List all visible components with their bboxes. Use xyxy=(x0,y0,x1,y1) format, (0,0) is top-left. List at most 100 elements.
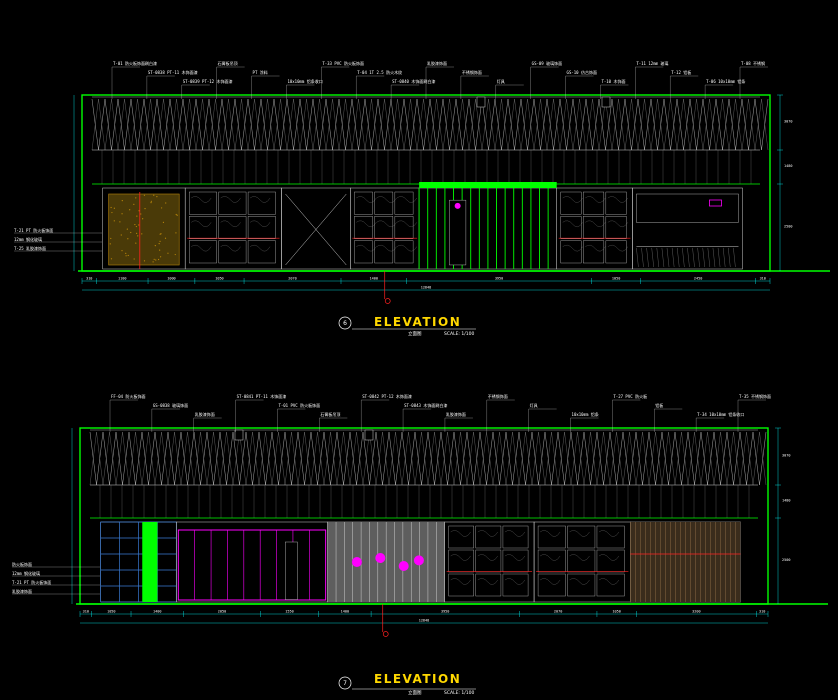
zigzag-segment xyxy=(287,99,300,150)
callout-label: 12mm 钢化玻璃 xyxy=(12,570,40,576)
zigzag-segment xyxy=(246,432,259,485)
zigzag-segment xyxy=(105,99,118,150)
wood-texture-dot xyxy=(160,233,161,234)
marble-tile xyxy=(248,216,275,238)
wood-texture-dot xyxy=(134,224,135,225)
zigzag-segment xyxy=(118,99,131,150)
marble-tile xyxy=(568,526,595,548)
magenta-lamp xyxy=(455,203,461,209)
wood-texture-dot xyxy=(167,253,168,254)
zigzag-segment xyxy=(742,99,755,150)
callout-label: T-21 PT 防火板饰面 xyxy=(12,579,51,585)
wood-texture-dot xyxy=(175,254,176,255)
zigzag-segment xyxy=(636,432,649,485)
callout-label: T-34 10x10mm 铝条收口 xyxy=(697,411,744,417)
zigzag-segment xyxy=(337,432,350,485)
zigzag-segment xyxy=(391,99,404,150)
zigzag-segment xyxy=(571,432,584,485)
marble-vein xyxy=(397,221,417,227)
zigzag-segment xyxy=(573,99,586,150)
section-marker-circle xyxy=(385,299,390,304)
callout-label: 不锈钢饰面 xyxy=(462,69,482,75)
zigzag-segment xyxy=(337,432,350,485)
wood-texture-dot xyxy=(121,234,122,235)
wood-texture-dot xyxy=(153,195,154,196)
wood-texture-dot xyxy=(125,253,126,254)
marble-tile xyxy=(538,574,565,596)
zigzag-segment xyxy=(521,99,534,150)
dimension-chain-right: 307014802500 xyxy=(775,428,790,604)
callout-label: ST-0838 PT-11 木饰面漆 xyxy=(148,69,198,75)
zigzag-segment xyxy=(196,99,209,150)
marble-vein xyxy=(451,530,471,536)
callout-label: T-25 乳胶漆饰面 xyxy=(14,245,46,251)
counter-hatch xyxy=(636,248,638,267)
material-callouts-top: T-01 防火板饰面刷白漆ST-0838 PT-11 木饰面漆ST-0839 P… xyxy=(112,60,768,99)
ceiling-beam xyxy=(602,97,610,107)
marble-tile xyxy=(583,192,604,214)
zigzag-segment xyxy=(714,432,727,485)
zigzag-segment xyxy=(272,432,285,485)
callout-label: 乳胶漆饰面 xyxy=(195,411,215,417)
wood-texture-dot xyxy=(138,224,139,225)
marble-vein xyxy=(221,221,241,227)
magenta-circle-decoration xyxy=(375,553,385,563)
marble-vein xyxy=(377,196,397,202)
zigzag-segment xyxy=(493,432,506,485)
dimension-label: 2500 xyxy=(782,558,790,562)
zigzag-segment xyxy=(716,99,729,150)
marble-vein xyxy=(599,578,619,584)
zigzag-segment xyxy=(467,432,480,485)
zigzag-segment xyxy=(324,432,337,485)
wood-texture-dot xyxy=(151,201,152,202)
zigzag-segment xyxy=(584,432,597,485)
zigzag-segment xyxy=(625,99,638,150)
zigzag-segment xyxy=(636,432,649,485)
zigzag-segment xyxy=(545,432,558,485)
dimension-label: 310 xyxy=(760,277,766,281)
zigzag-segment xyxy=(428,432,441,485)
marble-tile xyxy=(449,550,474,572)
zigzag-segment xyxy=(103,432,116,485)
callout-label: ST-0842 PT-12 木饰面漆 xyxy=(362,393,412,399)
callout-label: ST-0839 PT-12 木饰面漆 xyxy=(183,78,233,84)
zigzag-segment xyxy=(287,99,300,150)
zigzag-segment xyxy=(248,99,261,150)
zigzag-segment xyxy=(170,99,183,150)
zigzag-segment xyxy=(235,99,248,150)
zigzag-segment xyxy=(690,99,703,150)
zigzag-segment xyxy=(454,432,467,485)
zigzag-segment xyxy=(365,99,378,150)
zigzag-segment xyxy=(220,432,233,485)
zigzag-segment xyxy=(298,432,311,485)
zigzag-segment xyxy=(157,99,170,150)
segment-outline xyxy=(557,188,633,269)
wall-panels xyxy=(101,522,741,602)
zigzag-segment xyxy=(677,99,690,150)
dimension-label: 2070 xyxy=(554,610,562,614)
dimension-total-label: 12848 xyxy=(421,286,432,290)
callout-label: GS-0838 玻璃饰面 xyxy=(153,402,188,408)
zigzag-segment xyxy=(350,432,363,485)
zigzag-segment xyxy=(558,432,571,485)
marble-vein xyxy=(221,196,241,202)
zigzag-segment xyxy=(170,99,183,150)
wood-texture-dot xyxy=(111,207,112,208)
segment-outline xyxy=(632,188,742,269)
material-callouts-left: T-21 PT 防火板饰面12mm 钢化玻璃T-25 乳胶漆饰面 xyxy=(14,227,102,251)
zigzag-segment xyxy=(716,99,729,150)
zigzag-segment xyxy=(675,432,688,485)
dimension-label: 3950 xyxy=(441,610,449,614)
zigzag-segment xyxy=(222,99,235,150)
zigzag-segment xyxy=(649,432,662,485)
magenta-circle-decoration xyxy=(399,561,409,571)
zigzag-segment xyxy=(157,99,170,150)
elevation-1-scale: SCALE: 1/100 xyxy=(444,331,474,337)
marble-vein xyxy=(250,196,270,202)
wood-texture-dot xyxy=(150,202,151,203)
marble-tile xyxy=(538,550,565,572)
zigzag-segment xyxy=(207,432,220,485)
zigzag-segment xyxy=(586,99,599,150)
zigzag-segment xyxy=(391,99,404,150)
